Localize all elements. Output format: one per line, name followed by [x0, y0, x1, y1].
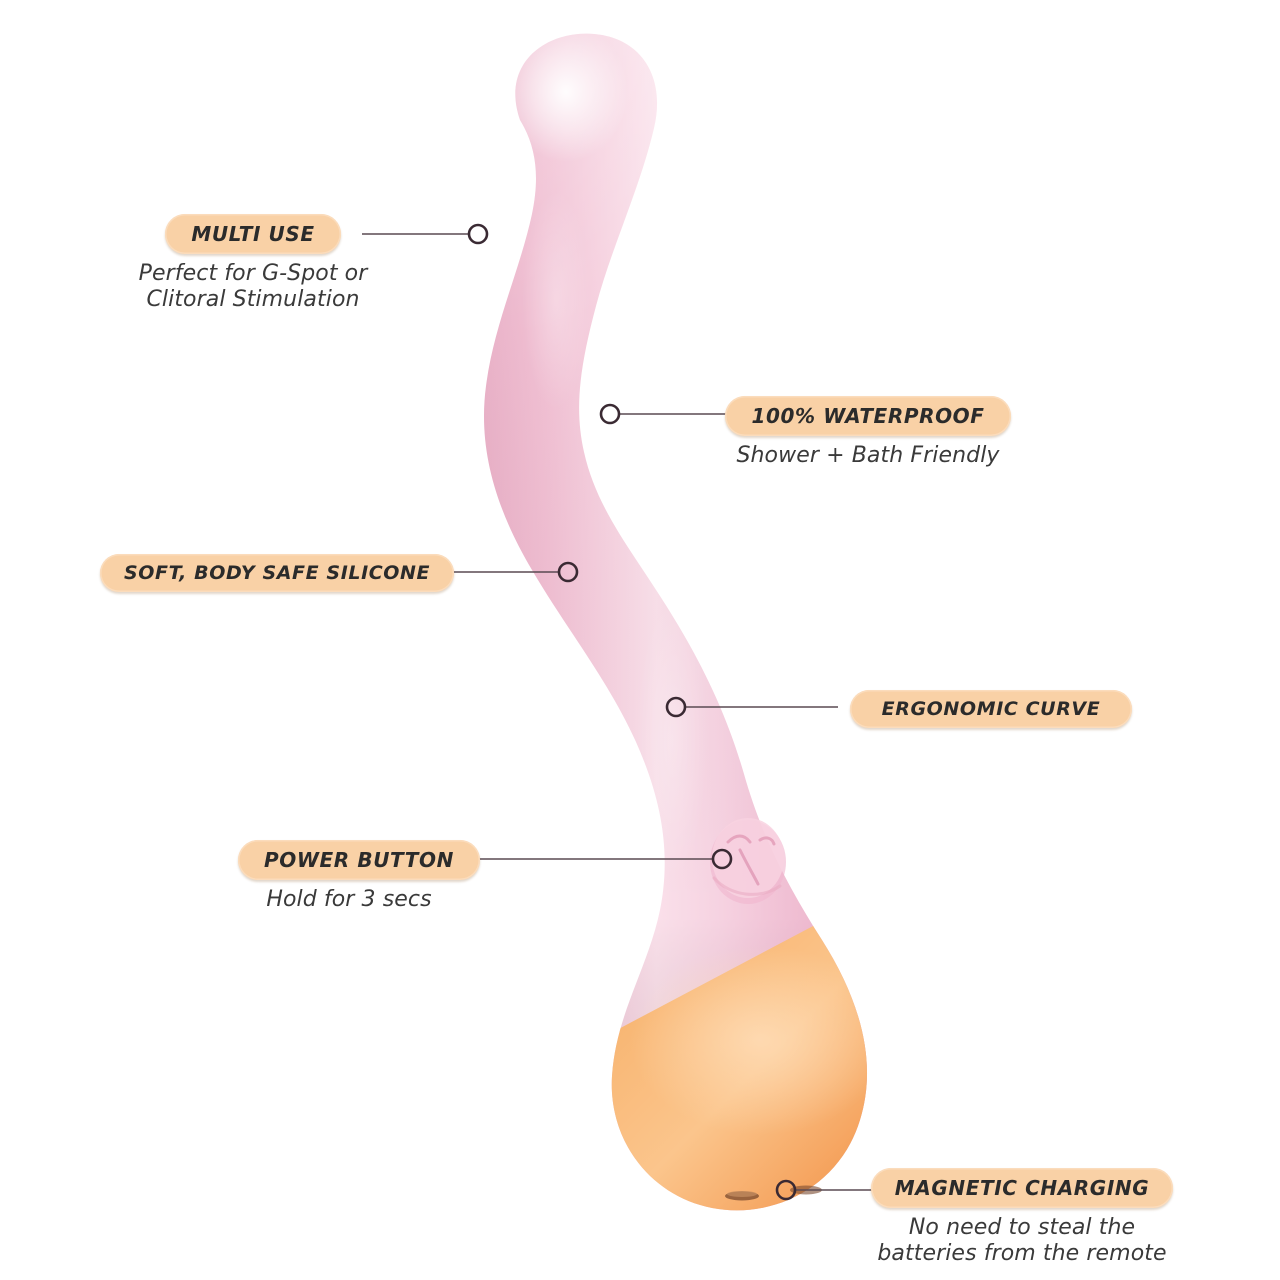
badge-power-button[interactable]: POWER BUTTON [238, 840, 480, 880]
badge-magnetic-charging[interactable]: MAGNETIC CHARGING [870, 1168, 1174, 1208]
magnetic-charging-contacts [725, 1185, 822, 1201]
power-button-emboss[interactable] [710, 818, 786, 904]
subtitle-magnetic-charging: No need to steal the batteries from the … [877, 1215, 1167, 1266]
callout-ergonomic: ERGONOMIC CURVE [826, 690, 1156, 728]
tip-highlight [504, 22, 628, 162]
subtitle-waterproof: Shower + Bath Friendly [736, 443, 1000, 468]
badge-multi-use[interactable]: MULTI USE [165, 214, 341, 254]
callout-power-button: POWER BUTTON Hold for 3 secs [238, 840, 480, 913]
subtitle-power-button: Hold for 3 secs [266, 887, 432, 912]
subtitle-multi-use: Perfect for G-Spot or Clitoral Stimulati… [138, 261, 368, 312]
badge-waterproof[interactable]: 100% WATERPROOF [725, 396, 1011, 436]
shaft-highlight-lower [636, 600, 708, 880]
callout-waterproof: 100% WATERPROOF Shower + Bath Friendly [718, 396, 1018, 469]
shaft-highlight-upper [522, 190, 590, 410]
callout-magnetic-charging: MAGNETIC CHARGING No need to steal the b… [864, 1168, 1180, 1266]
callout-multi-use: MULTI USE Perfect for G-Spot or Clitoral… [128, 214, 378, 312]
badge-silicone[interactable]: SOFT, BODY SAFE SILICONE [100, 554, 455, 592]
callout-silicone: SOFT, BODY SAFE SILICONE [100, 554, 455, 592]
badge-ergonomic[interactable]: ERGONOMIC CURVE [849, 690, 1133, 728]
